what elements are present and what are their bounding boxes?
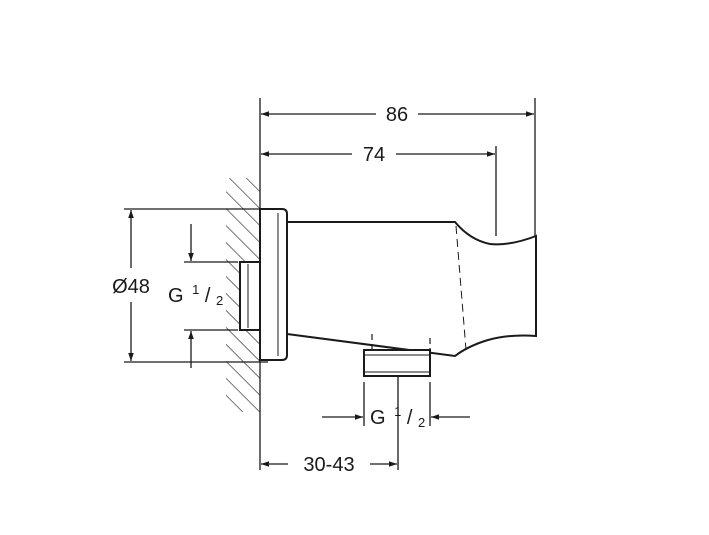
- label-thread-outlet: G 1 / 2: [370, 399, 425, 430]
- dimension-lines: [128, 111, 534, 467]
- label-diameter: Ø48: [112, 276, 150, 298]
- label-overall-length: 86: [386, 104, 408, 126]
- label-thread-inlet: G 1 / 2: [168, 277, 223, 308]
- dimension-labels: 86 74 Ø48 30-43 G 1 / 2 G 1 / 2: [112, 104, 425, 476]
- label-wall-depth: 30-43: [303, 454, 354, 476]
- holder-seam: [455, 225, 467, 351]
- rosette: [259, 208, 288, 361]
- label-body-length: 74: [363, 144, 385, 166]
- wall-outlet-elbow: [239, 208, 537, 377]
- outlet-body: [286, 221, 537, 358]
- inlet-thread: [239, 261, 263, 331]
